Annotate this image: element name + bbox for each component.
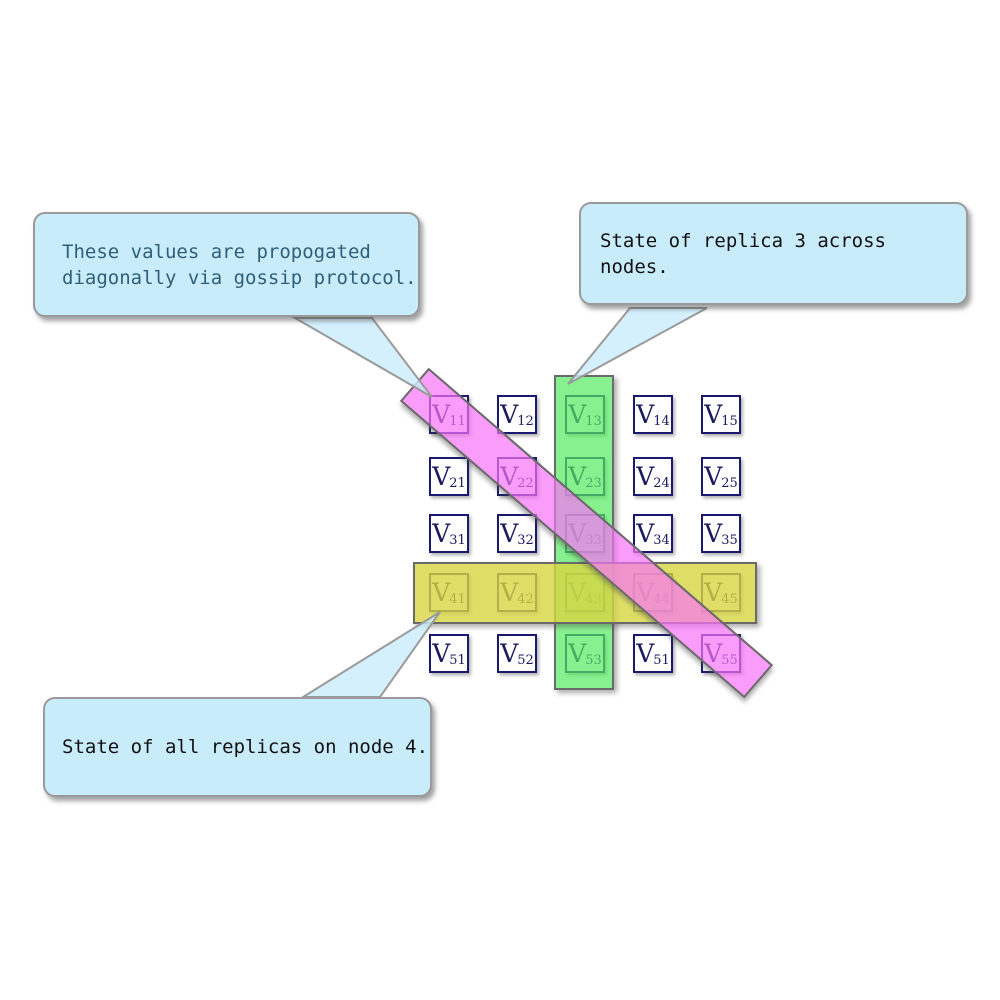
- cell-symbol: V: [432, 639, 451, 668]
- gossip-callout-pointer: [291, 317, 433, 398]
- cell-subscript: 12: [517, 414, 534, 429]
- cell-symbol: V: [636, 639, 655, 668]
- gossip-callout-line1: These values are propogated: [62, 240, 371, 263]
- cell-symbol: V: [704, 462, 723, 491]
- cell-subscript: 15: [721, 414, 738, 429]
- cell-subscript: 52: [517, 653, 534, 668]
- cell-symbol: V: [500, 519, 519, 548]
- cell-subscript: 31: [449, 533, 466, 548]
- cell-symbol: V: [704, 400, 723, 429]
- cell-subscript: 24: [653, 476, 670, 491]
- cell-subscript: 35: [721, 533, 738, 548]
- gossip-callout-line2: diagonally via gossip protocol.: [62, 266, 417, 289]
- node-callout-text: State of all replicas on node 4.: [62, 736, 429, 758]
- cell-subscript: 25: [721, 476, 738, 491]
- replica-callout-pointer: [567, 307, 708, 385]
- cell-symbol: V: [500, 639, 519, 668]
- gossip-callout: These values are propogated diagonally v…: [33, 212, 420, 317]
- cell-symbol: V: [432, 462, 451, 491]
- cell-symbol: V: [636, 400, 655, 429]
- cell-symbol: V: [432, 519, 451, 548]
- cell-symbol: V: [636, 462, 655, 491]
- cell-subscript: 51: [449, 653, 466, 668]
- cell-subscript: 34: [653, 533, 670, 548]
- node-callout-pointer: [299, 611, 441, 698]
- cell-symbol: V: [500, 400, 519, 429]
- cell-subscript: 21: [449, 476, 466, 491]
- cell-subscript: 32: [517, 533, 534, 548]
- cell-subscript: 14: [653, 414, 670, 429]
- cell-symbol: V: [636, 519, 655, 548]
- replica-callout-text: State of replica 3 across nodes.: [600, 229, 886, 278]
- cell-symbol: V: [704, 519, 723, 548]
- replica-column-callout: State of replica 3 across nodes.: [579, 202, 968, 305]
- cell-subscript: 51: [653, 653, 670, 668]
- node-row-callout: State of all replicas on node 4.: [43, 697, 432, 797]
